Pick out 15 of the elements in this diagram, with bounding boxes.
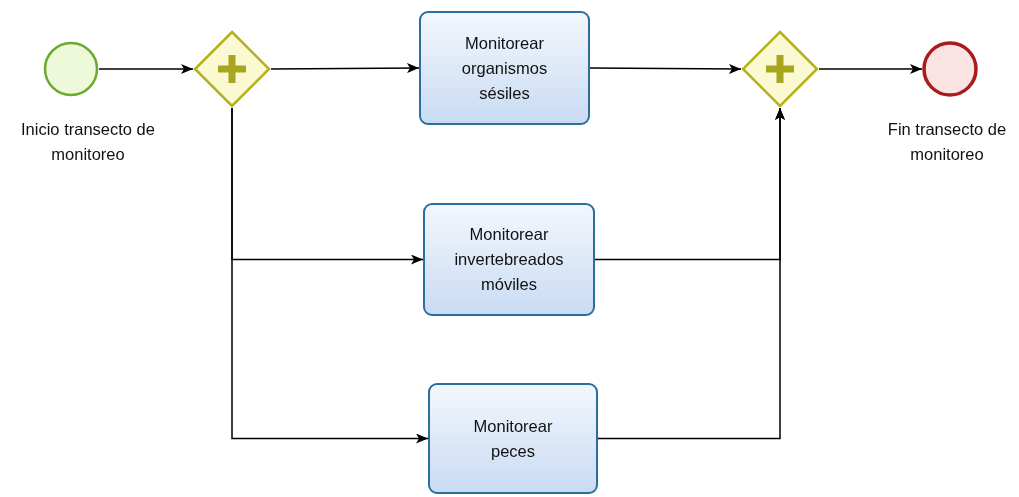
sequence-arrow — [98, 64, 194, 74]
start-event-circle — [43, 41, 99, 97]
task-box: Monitorear organismos sésiles — [419, 11, 590, 125]
sequence-arrow — [597, 107, 785, 440]
sequence-arrow — [231, 107, 429, 444]
event-label: Inicio transecto de monitoreo — [20, 119, 156, 165]
parallel-gateway — [193, 30, 271, 108]
sequence-arrow — [589, 63, 742, 74]
sequence-arrow — [270, 63, 420, 74]
event-label: Fin transecto de monitoreo — [886, 119, 1008, 165]
task-box: Monitorear invertebreados móviles — [423, 203, 595, 316]
parallel-gateway — [741, 30, 819, 108]
end-event-circle — [922, 41, 978, 97]
task-box: Monitorear peces — [428, 383, 598, 494]
sequence-arrow — [818, 64, 923, 74]
